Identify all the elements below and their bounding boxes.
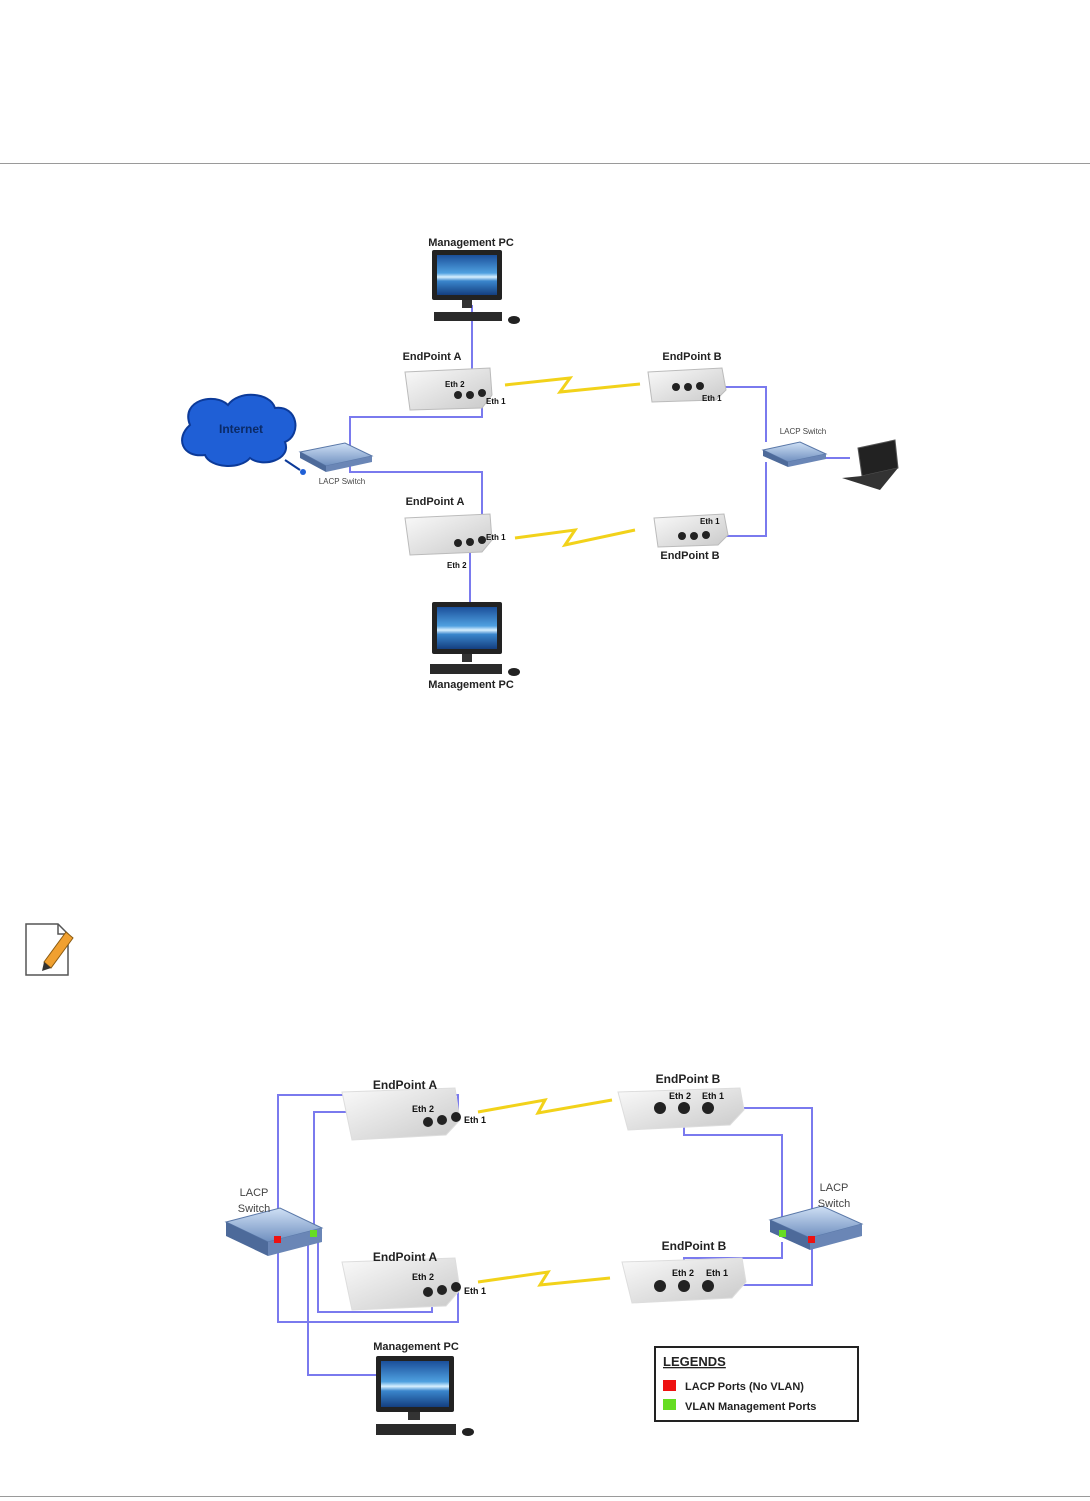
legend-item-vlan: VLAN Management Ports bbox=[685, 1401, 816, 1413]
wireless-link-bottom bbox=[514, 528, 636, 548]
endpoint-b-bottom-label-2: EndPoint B bbox=[662, 1239, 727, 1253]
endpoint-b-bottom-label: EndPoint B bbox=[660, 550, 719, 562]
endpoint-a-top-label: EndPoint A bbox=[403, 351, 462, 363]
lacp-switch-right-label-1: LACP bbox=[820, 1182, 849, 1194]
endpoint-b-bottom-eth2-2: Eth 2 bbox=[672, 1268, 694, 1278]
lacp-switch-right-label: LACP Switch bbox=[780, 427, 827, 436]
endpoint-a-top-eth1: Eth 1 bbox=[486, 397, 506, 406]
endpoint-b-top-device bbox=[647, 367, 727, 403]
legend-title: LEGENDS bbox=[663, 1354, 726, 1369]
endpoint-a-top-device bbox=[404, 367, 493, 411]
endpoint-b-bottom-device-2 bbox=[621, 1257, 747, 1304]
management-pc-top bbox=[432, 250, 520, 324]
vlan-port-marker-right bbox=[779, 1230, 786, 1237]
endpoint-b-top-eth2-2: Eth 2 bbox=[669, 1091, 691, 1101]
endpoint-a-top-eth1-2: Eth 1 bbox=[464, 1115, 486, 1125]
footer-rule bbox=[0, 1496, 1090, 1497]
lacp-switch-left-label-2: Switch bbox=[238, 1203, 270, 1215]
lacp-switch-right-icon bbox=[761, 441, 828, 467]
vlan-port-marker-left bbox=[310, 1230, 317, 1237]
endpoint-a-bottom-device bbox=[404, 513, 493, 556]
endpoint-b-bottom-eth1-2: Eth 1 bbox=[706, 1268, 728, 1278]
lacp-port-marker-left bbox=[274, 1236, 281, 1243]
endpoint-a-bottom-eth2-2: Eth 2 bbox=[412, 1272, 434, 1282]
header-rule bbox=[0, 163, 1090, 164]
endpoint-a-bottom-eth2: Eth 2 bbox=[447, 561, 467, 570]
link2-left-switch-to-mgmt bbox=[307, 1242, 378, 1376]
endpoint-a-top-eth2-2: Eth 2 bbox=[412, 1104, 434, 1114]
endpoint-b-top-label: EndPoint B bbox=[662, 351, 721, 363]
wireless-link-top-2 bbox=[477, 1097, 613, 1116]
diagram-1: Management PC EndPoint A Eth 2 Eth 1 End… bbox=[181, 237, 899, 691]
lacp-switch-left-icon-2 bbox=[224, 1207, 324, 1256]
lacp-switch-right-icon-2 bbox=[768, 1205, 864, 1250]
endpoint-b-top-label-2: EndPoint B bbox=[656, 1072, 721, 1086]
endpoint-a-bottom-device-2 bbox=[341, 1257, 461, 1311]
management-pc-bottom bbox=[430, 602, 520, 676]
link-switch-to-endpoint-a-bottom bbox=[349, 462, 483, 540]
endpoint-a-bottom-label: EndPoint A bbox=[406, 496, 465, 508]
lacp-switch-left-icon bbox=[298, 442, 374, 472]
legend-swatch-lacp bbox=[663, 1380, 676, 1391]
link2-left-switch-to-endpoint-a-bottom-eth1 bbox=[277, 1242, 459, 1323]
endpoint-b-top-device-2 bbox=[617, 1087, 745, 1131]
endpoint-b-bottom-eth1: Eth 1 bbox=[700, 517, 720, 526]
laptop-icon bbox=[842, 439, 899, 490]
endpoint-b-top-eth1-2: Eth 1 bbox=[702, 1091, 724, 1101]
endpoint-a-top-device-2 bbox=[341, 1087, 461, 1141]
note-pencil-icon bbox=[25, 923, 74, 976]
management-pc-label-2: Management PC bbox=[373, 1341, 459, 1353]
endpoint-a-bottom-eth1-2: Eth 1 bbox=[464, 1286, 486, 1296]
endpoint-a-bottom-eth1: Eth 1 bbox=[486, 533, 506, 542]
lacp-port-marker-right bbox=[808, 1236, 815, 1243]
endpoint-b-top-eth1: Eth 1 bbox=[702, 394, 722, 403]
lacp-switch-right-label-2: Switch bbox=[818, 1198, 850, 1210]
internet-label: Internet bbox=[219, 422, 263, 436]
legend-item-lacp: LACP Ports (No VLAN) bbox=[685, 1381, 804, 1393]
internet-cloud-icon bbox=[181, 393, 306, 475]
endpoint-a-bottom-label-2: EndPoint A bbox=[373, 1250, 438, 1264]
lacp-switch-left-label: LACP Switch bbox=[319, 477, 366, 486]
management-pc-top-label: Management PC bbox=[428, 237, 514, 249]
legend: LEGENDS LACP Ports (No VLAN) VLAN Manage… bbox=[654, 1346, 859, 1422]
management-pc-2 bbox=[376, 1356, 474, 1436]
endpoint-a-top-label-2: EndPoint A bbox=[373, 1078, 438, 1092]
wireless-link-bottom-2 bbox=[477, 1270, 611, 1287]
link2-right-switch-to-endpoint-b-top-eth2 bbox=[683, 1115, 783, 1230]
endpoint-b-bottom-device bbox=[653, 513, 729, 548]
legend-swatch-vlan bbox=[663, 1399, 676, 1410]
wireless-link-top bbox=[504, 376, 641, 394]
endpoint-a-top-eth2: Eth 2 bbox=[445, 380, 465, 389]
diagram-2: EndPoint A Eth 2 Eth 1 EndPoint B Eth 2 … bbox=[224, 1072, 864, 1436]
management-pc-bottom-label: Management PC bbox=[428, 679, 514, 691]
lacp-switch-left-label-1: LACP bbox=[240, 1187, 269, 1199]
